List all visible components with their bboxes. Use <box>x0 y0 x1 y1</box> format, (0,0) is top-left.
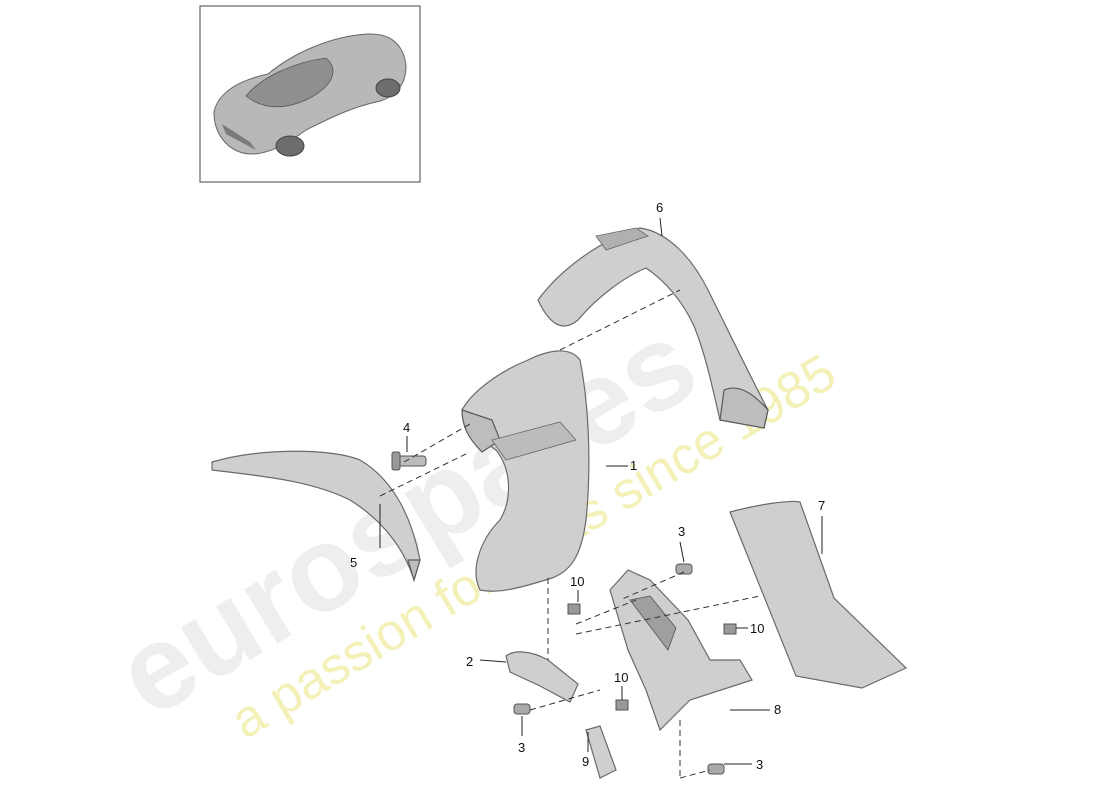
assembly-lines <box>379 289 761 779</box>
callout-7: 7 <box>818 498 825 513</box>
part-1-main-panel <box>461 350 590 592</box>
clip-icon <box>567 603 737 711</box>
part-6-arch-trim <box>537 227 769 429</box>
callout-2: 2 <box>466 654 473 669</box>
part-9-cover <box>585 725 617 779</box>
callout-3-top: 3 <box>678 524 685 539</box>
callout-1: 1 <box>630 458 637 473</box>
part-7-triangular-panel <box>729 500 908 689</box>
callouts: 1 2 3 3 3 4 5 6 7 8 9 10 10 10 <box>350 200 825 772</box>
callout-10-left: 10 <box>570 574 584 589</box>
callout-9: 9 <box>582 754 589 769</box>
callout-3-bottom: 3 <box>756 757 763 772</box>
callout-3-left: 3 <box>518 740 525 755</box>
callout-4: 4 <box>403 420 410 435</box>
part-8-bracket <box>609 569 753 732</box>
part-2-small-bracket <box>505 651 579 703</box>
callout-5: 5 <box>350 555 357 570</box>
callout-10-bottom: 10 <box>614 670 628 685</box>
part-5-curved-trim <box>211 450 421 583</box>
callout-10-right: 10 <box>750 621 764 636</box>
callout-6: 6 <box>656 200 663 215</box>
vehicle-thumbnail <box>199 5 421 183</box>
car-icon <box>213 33 407 157</box>
leader-lines <box>379 217 823 765</box>
bolt-icon <box>513 563 725 775</box>
callout-8: 8 <box>774 702 781 717</box>
part-4-bolt <box>391 451 427 471</box>
